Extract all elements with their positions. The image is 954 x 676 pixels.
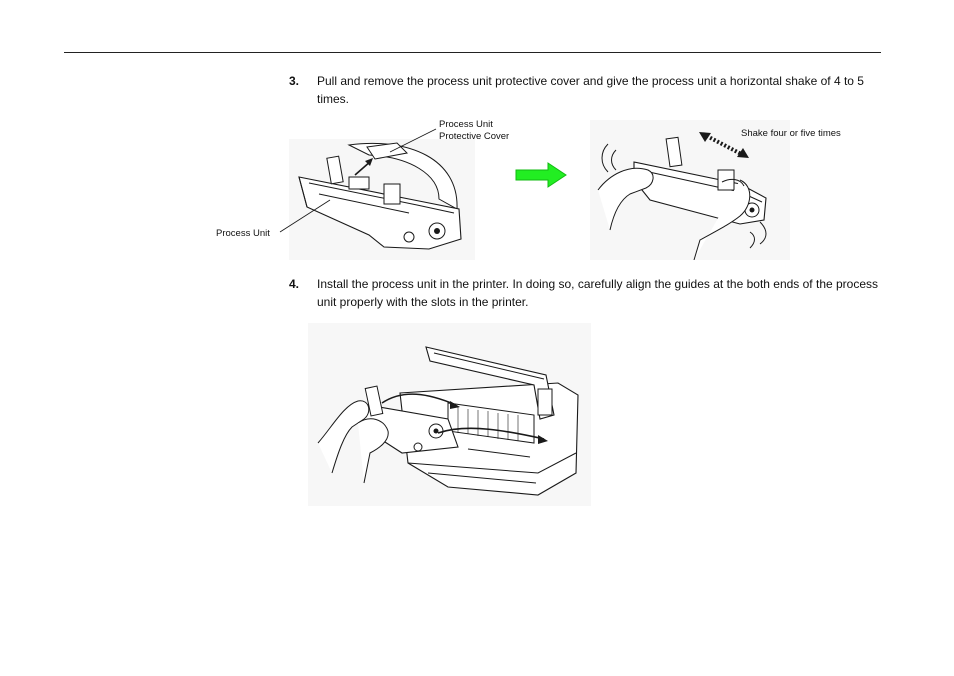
step-text: Pull and remove the process unit protect… bbox=[317, 74, 864, 106]
arrow-right-icon bbox=[515, 162, 567, 188]
protective-cover-label-line1: Process Unit bbox=[439, 119, 493, 130]
process-unit-cover-illustration bbox=[289, 139, 475, 260]
shake-label: Shake four or five times bbox=[741, 128, 841, 139]
shake-process-unit-illustration bbox=[590, 120, 790, 260]
process-unit-label: Process Unit bbox=[216, 228, 270, 239]
hands-shaking-drawing bbox=[590, 120, 790, 260]
header-rule bbox=[64, 52, 881, 53]
step-text: Install the process unit in the printer.… bbox=[317, 277, 879, 309]
protective-cover-label-line2: Protective Cover bbox=[439, 131, 510, 142]
printer-drawing bbox=[308, 323, 591, 506]
process-unit-drawing bbox=[289, 139, 475, 260]
double-arrow-icon bbox=[699, 132, 749, 158]
step-number: 3. bbox=[289, 74, 300, 88]
install-process-unit-illustration bbox=[308, 323, 591, 506]
protective-cover-label: Process Unit Protective Cover bbox=[439, 119, 509, 143]
step-number: 4. bbox=[289, 277, 300, 291]
